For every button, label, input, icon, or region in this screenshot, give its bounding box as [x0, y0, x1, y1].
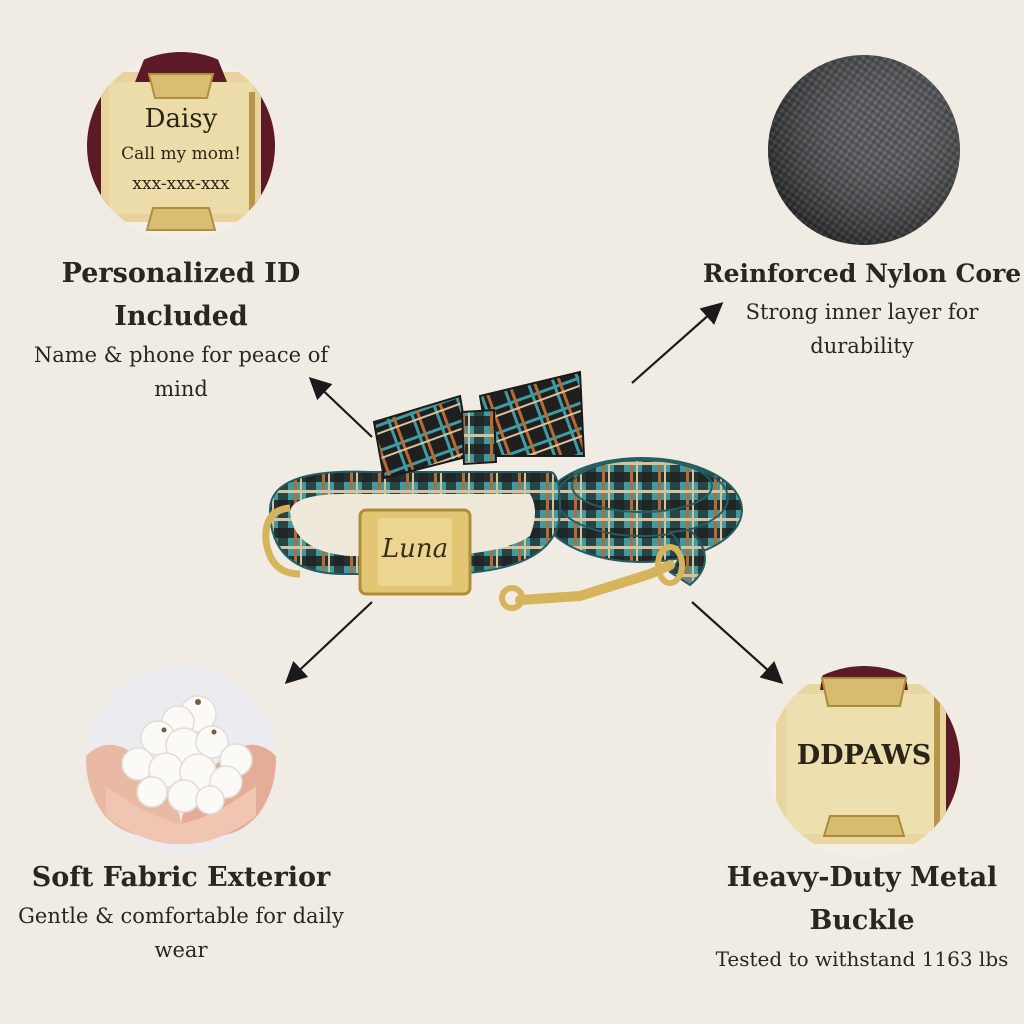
- nylon-texture-image: [768, 55, 960, 245]
- feature-personalized: Personalized ID Included Name & phone fo…: [0, 252, 362, 406]
- feature-personalized-desc-1: Name & phone for peace of: [33, 343, 329, 367]
- cotton-hands-image: [86, 666, 276, 854]
- feature-buckle-title-2: Buckle: [809, 905, 915, 936]
- arrow-fabric: [284, 601, 373, 685]
- feature-buckle-title-1: Heavy-Duty Metal: [726, 862, 998, 893]
- feature-personalized-title-1: Personalized ID: [61, 258, 301, 289]
- feature-buckle-desc: Tested to withstand 1163 lbs: [715, 947, 1009, 971]
- feature-fabric-desc-2: wear: [154, 938, 208, 962]
- id-tag-image: Daisy Call my mom! xxx-xxx-xxx: [87, 52, 275, 240]
- buckle-brand: DDPAWS: [796, 740, 932, 771]
- feature-nylon-desc-2: durability: [810, 334, 914, 358]
- id-tag-line2: xxx-xxx-xxx: [132, 174, 230, 194]
- id-tag-name: Daisy: [144, 104, 218, 134]
- arrow-buckle: [691, 601, 784, 684]
- arrow-nylon: [631, 302, 724, 384]
- feature-buckle: Heavy-Duty Metal Buckle Tested to withst…: [700, 856, 1024, 976]
- feature-nylon-desc-1: Strong inner layer for: [745, 300, 979, 324]
- buckle-image: DDPAWS: [768, 666, 960, 858]
- feature-nylon: Reinforced Nylon Core Strong inner layer…: [700, 252, 1024, 363]
- feature-personalized-title-2: Included: [114, 301, 248, 332]
- feature-personalized-desc-2: mind: [154, 377, 208, 401]
- feature-fabric-title: Soft Fabric Exterior: [31, 862, 331, 893]
- arrow-personalized: [308, 376, 373, 438]
- product-image: Luna: [250, 360, 770, 620]
- id-tag-line1: Call my mom!: [121, 144, 241, 164]
- feature-nylon-title: Reinforced Nylon Core: [702, 259, 1022, 288]
- feature-fabric: Soft Fabric Exterior Gentle & comfortabl…: [0, 856, 362, 967]
- feature-fabric-desc-1: Gentle & comfortable for daily: [18, 904, 344, 928]
- collar-buckle-name: Luna: [381, 534, 449, 564]
